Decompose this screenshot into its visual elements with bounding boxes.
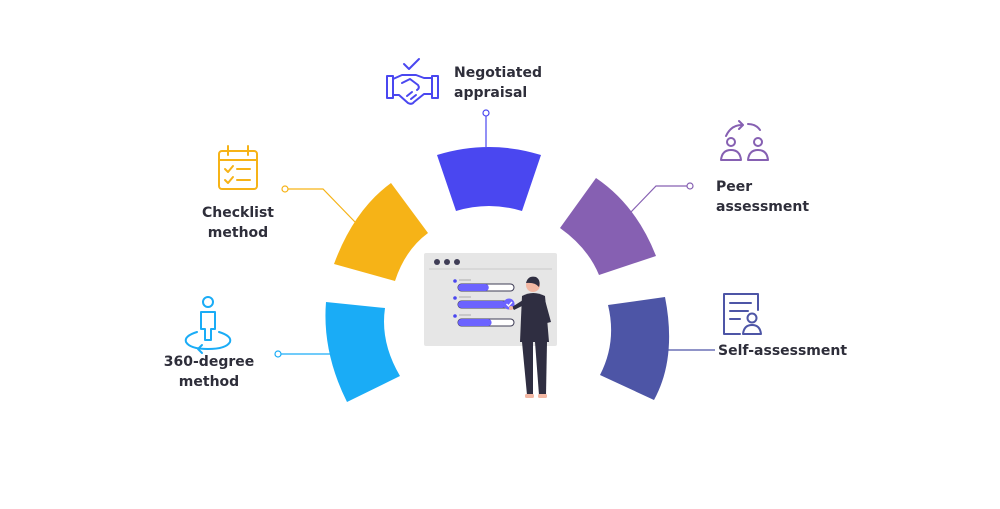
progress-bar-fill xyxy=(458,301,506,308)
label-line: 360-degree xyxy=(163,354,255,370)
checklist-icon xyxy=(218,145,258,190)
label-line: Self-assessment xyxy=(718,343,848,359)
label-line: method xyxy=(207,225,269,241)
connector-negotiated xyxy=(482,109,490,147)
progress-row xyxy=(453,279,515,292)
progress-bar-fill xyxy=(458,319,492,326)
label-negotiated-appraisal: Negotiated appraisal xyxy=(454,63,542,103)
label-line: Checklist xyxy=(202,205,274,221)
window-dot xyxy=(454,259,460,265)
progress-bar-fill xyxy=(458,284,489,291)
connector-360 xyxy=(274,350,330,358)
label-self-assessment: Self-assessment xyxy=(718,341,847,361)
arc-segment-360 xyxy=(325,302,400,402)
label-checklist-method: Checklist method xyxy=(188,203,288,243)
label-line: assessment xyxy=(716,199,810,215)
label-line: Peer xyxy=(716,179,753,195)
peer-exchange-icon xyxy=(720,120,769,161)
connector-peer xyxy=(629,182,694,214)
handshake-icon xyxy=(386,58,439,105)
window-dot xyxy=(434,259,440,265)
person-illustration xyxy=(509,276,551,398)
label-line: appraisal xyxy=(454,85,528,101)
connector-checklist xyxy=(281,185,356,223)
label-line: Negotiated xyxy=(454,65,542,81)
window-dot xyxy=(444,259,450,265)
arc-segment-checklist xyxy=(334,183,428,281)
arc-segment-negotiated xyxy=(437,147,541,211)
arc-segment-peer xyxy=(560,178,656,275)
self-assessment-document-icon xyxy=(723,293,762,335)
person-360-icon xyxy=(184,296,232,354)
arc-segment-self xyxy=(600,297,670,400)
label-line: method xyxy=(178,374,240,390)
label-360-degree-method: 360-degree method xyxy=(157,352,261,392)
label-peer-assessment: Peer assessment xyxy=(716,177,809,217)
progress-row xyxy=(453,314,515,327)
